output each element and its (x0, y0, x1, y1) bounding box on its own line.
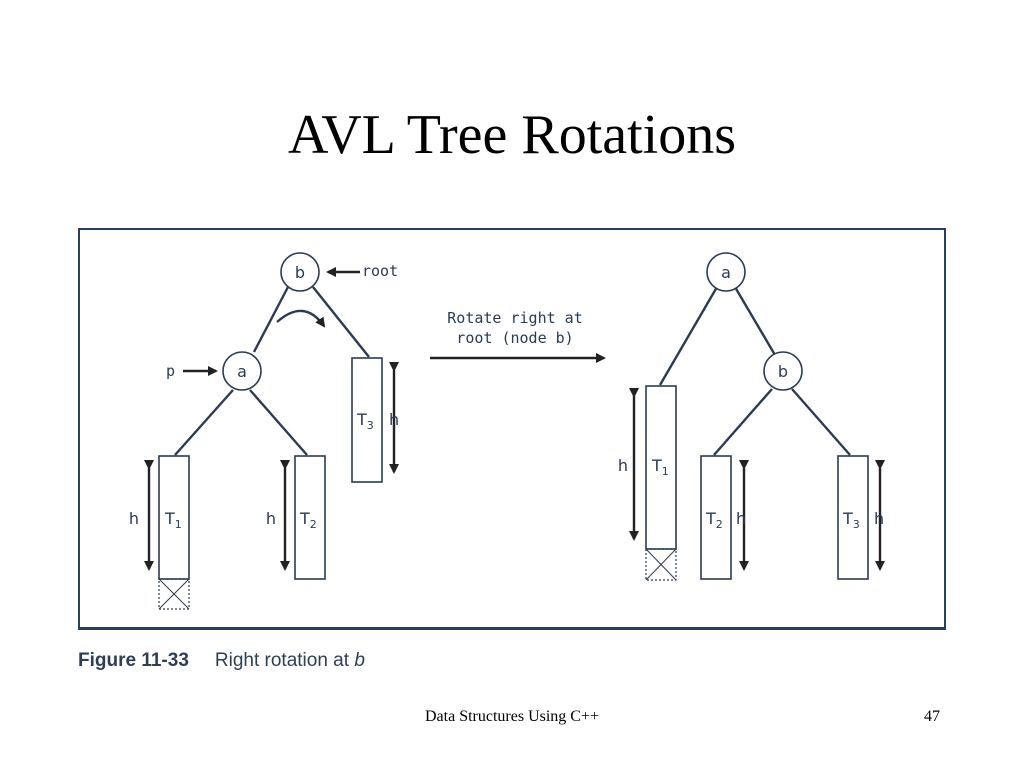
transition-text-line1: Rotate right at (447, 309, 582, 327)
svg-text:T2: T2 (705, 509, 723, 531)
t3-after-index: 3 (853, 518, 860, 531)
subtree-t2-after: T2 h (700, 455, 749, 580)
transition: Rotate right at root (node b) (430, 309, 606, 363)
subtree-t2-before: T2 h (266, 455, 326, 580)
after-tree: a b T1 h T2 h T3 h (618, 252, 885, 581)
t2-after-letter: T (705, 509, 716, 528)
page-number: 47 (924, 708, 940, 725)
footer-course-title: Data Structures Using C++ (424, 708, 600, 725)
node-a-after: a (706, 252, 746, 292)
figure-caption: Figure 11-33 Right rotation at b (78, 650, 365, 672)
edge-b-t3-after (791, 388, 851, 456)
t1-after-index: 1 (662, 465, 669, 478)
slide-title: AVL Tree Rotations (287, 104, 737, 166)
t3-after-height-label: h (874, 509, 884, 528)
figure-frame: b root a p T1 h T2 h (78, 228, 946, 630)
node-a-after-label: a (721, 263, 731, 282)
figure-caption-text: Right rotation at b (215, 650, 365, 671)
t3-height-label: h (389, 410, 399, 429)
subtree-t3-after: T3 h (837, 455, 885, 580)
node-a-before: a (222, 351, 262, 391)
t3-letter: T (356, 410, 367, 429)
subtree-t3-before: T3 h (351, 357, 399, 483)
t1-letter: T (164, 509, 175, 528)
subtree-t1-before: T1 h (129, 455, 190, 610)
t2-height-label: h (266, 509, 276, 528)
svg-text:T3: T3 (356, 410, 374, 432)
node-a-label: a (237, 362, 247, 381)
node-b-label: b (295, 263, 305, 282)
edge-a-b-after (733, 286, 777, 356)
p-pointer-label: p (166, 362, 175, 380)
t2-after-height-label: h (736, 509, 746, 528)
t1-after-height-label: h (618, 456, 628, 475)
t2-after-index: 2 (716, 518, 723, 531)
node-b-after-label: b (778, 362, 788, 381)
svg-text:T1: T1 (164, 509, 182, 531)
before-tree: b root a p T1 h T2 h (129, 252, 399, 610)
caption-variable: b (354, 650, 365, 671)
edge-b-t2-after (713, 388, 773, 456)
node-b-after: b (763, 351, 803, 391)
svg-text:T2: T2 (299, 509, 317, 531)
subtree-t1-after: T1 h (618, 385, 677, 581)
svg-text:T1: T1 (651, 456, 669, 478)
t3-after-letter: T (842, 509, 853, 528)
t1-after-letter: T (651, 456, 662, 475)
t2-letter: T (299, 509, 310, 528)
edge-b-a (252, 286, 290, 353)
root-pointer-label: root (362, 262, 398, 280)
t3-index: 3 (367, 419, 374, 432)
rotation-diagram: b root a p T1 h T2 h (129, 252, 885, 610)
edge-a-t1-after (658, 286, 719, 386)
t1-index: 1 (175, 518, 182, 531)
rotation-curve-arrow (276, 309, 326, 328)
edge-b-t3 (312, 286, 370, 358)
figure-number: Figure 11-33 (78, 650, 189, 671)
transition-text-line2: root (node b) (456, 329, 573, 347)
edge-a-t2 (249, 389, 308, 456)
t2-index: 2 (310, 518, 317, 531)
node-b-before: b (280, 252, 320, 292)
caption-prefix: Right rotation at (214, 650, 355, 671)
t1-height-label: h (129, 509, 139, 528)
edge-a-t1 (174, 389, 234, 456)
svg-text:T3: T3 (842, 509, 860, 531)
